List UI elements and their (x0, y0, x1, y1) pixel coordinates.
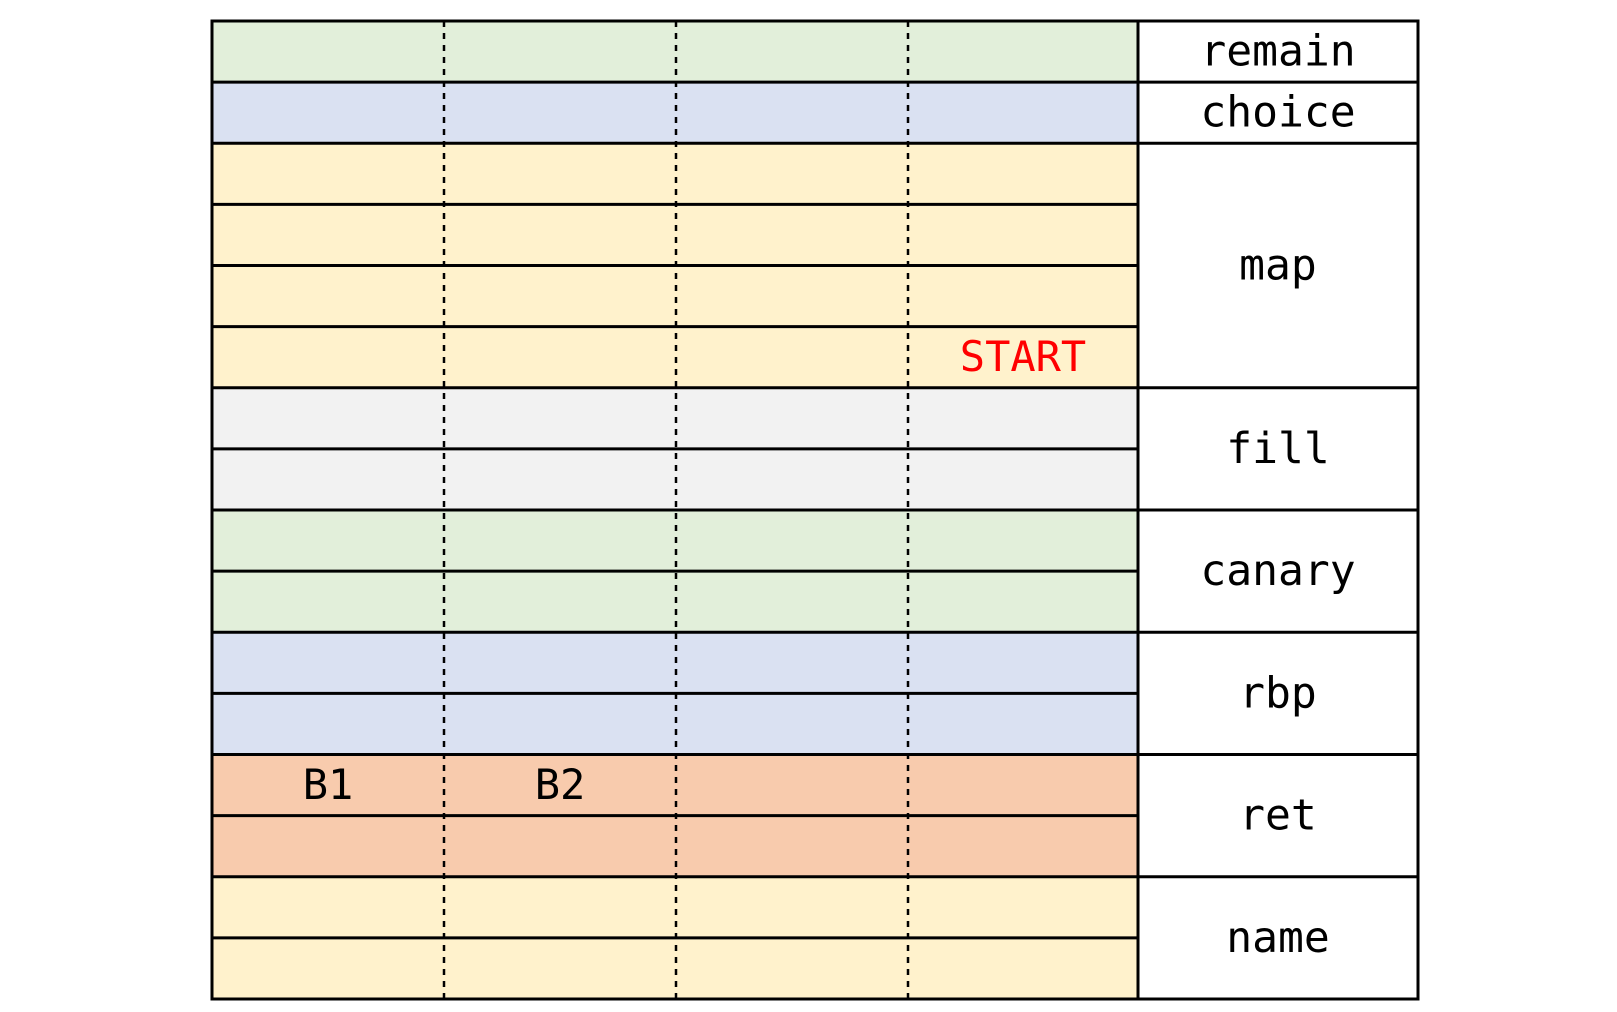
row-dividers (212, 80, 1138, 940)
cell-text-b1: B1 (303, 760, 354, 809)
field-label-map: map (1239, 241, 1317, 291)
label-dividers (1138, 80, 1418, 879)
start-marker: START (960, 332, 1086, 381)
cell-text-b2: B2 (535, 760, 586, 809)
cell-texts: B1 B2 (303, 760, 586, 809)
field-label-canary: canary (1200, 546, 1355, 596)
field-label-remain: remain (1200, 27, 1355, 77)
row-band (212, 815, 1138, 877)
field-label-fill: fill (1226, 424, 1330, 474)
field-label-choice: choice (1200, 88, 1355, 138)
field-label-rbp: rbp (1239, 668, 1317, 718)
diagram-frame (210, 19, 1420, 1001)
field-label-ret: ret (1239, 791, 1317, 841)
row-band (212, 143, 1138, 205)
field-label-name: name (1226, 913, 1330, 963)
field-labels: remain choice map fill canary rbp ret name (1200, 27, 1355, 963)
